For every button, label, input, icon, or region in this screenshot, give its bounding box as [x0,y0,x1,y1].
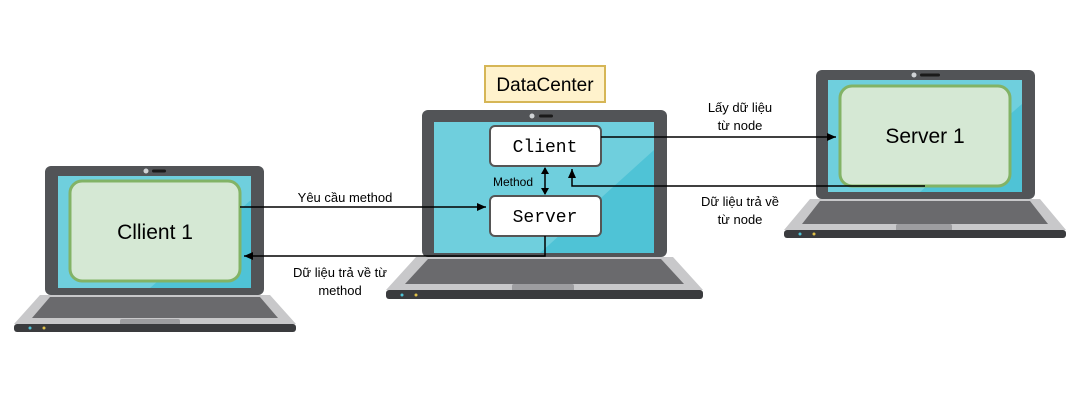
method-arrow-down-icon [541,188,549,195]
label-return-2: từ node [718,212,763,227]
node-server-box[interactable]: Server [489,195,602,237]
label-return-1: Dữ liệu trả về [701,194,779,209]
datacenter-label: DataCenter [496,75,594,96]
node-client1[interactable]: Cllient 1 [68,179,242,283]
client1-label: Cllient 1 [117,221,193,244]
edge-return [568,169,925,187]
server1-label: Server 1 [885,125,964,148]
client-box-label: Client [513,138,578,158]
node-client-box[interactable]: Client [489,125,602,167]
label-response-1: Dữ liệu trả về từ [293,265,387,280]
node-server1[interactable]: Server 1 [838,84,1012,188]
label-request: Yêu cầu method [298,190,393,205]
edge-response [244,236,546,260]
server-box-label: Server [513,208,578,228]
label-response-2: method [318,283,361,298]
method-arrow-up-icon [541,167,549,174]
label-fetch-2: từ node [718,118,763,133]
label-method: Method [493,175,533,189]
label-fetch-1: Lấy dữ liệu [708,100,772,115]
datacenter-label-box: DataCenter [484,65,606,103]
edges [240,133,925,260]
